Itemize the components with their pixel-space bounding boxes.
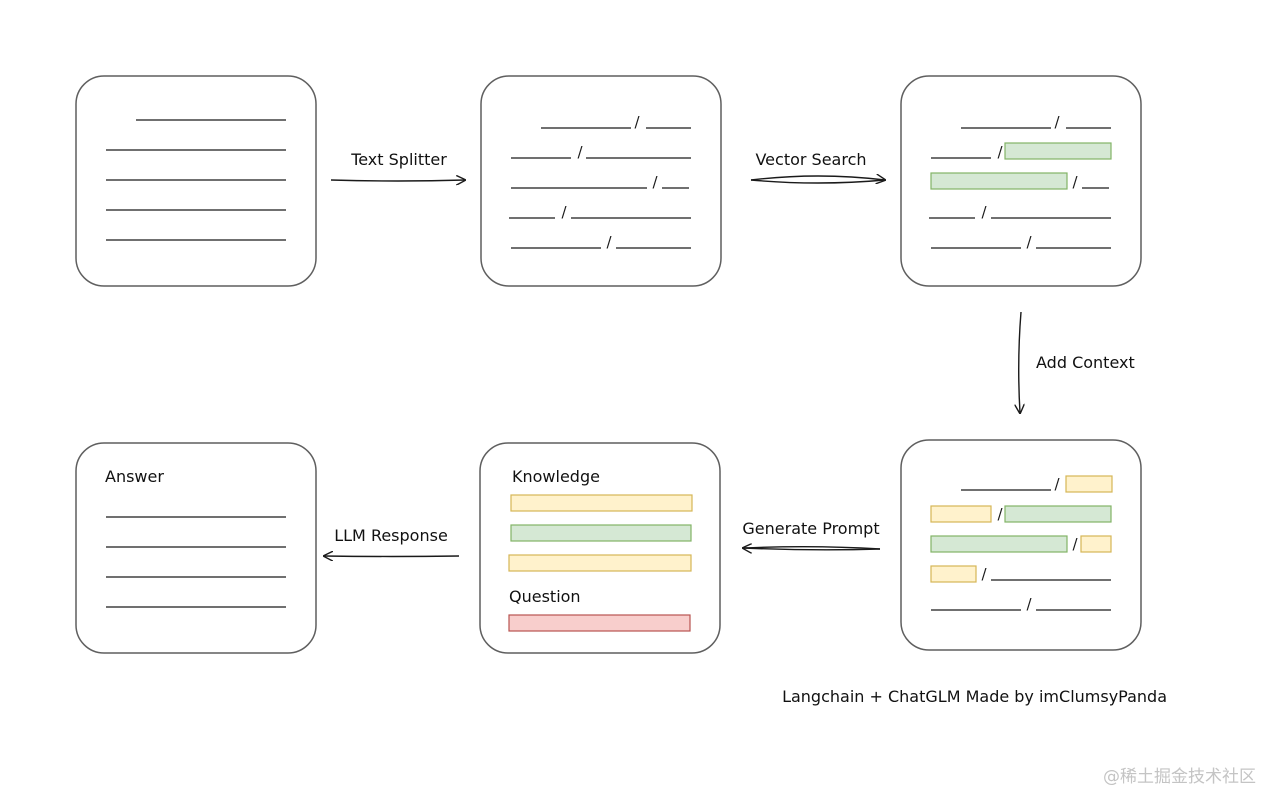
chunk-separator: / (1072, 535, 1078, 553)
knowledge-heading: Knowledge (512, 467, 600, 486)
chunk-separator: / (652, 173, 658, 191)
context-chunk-highlight (1080, 535, 1112, 553)
vector-search-label: Vector Search (755, 150, 866, 169)
context-chunk-highlight (1065, 475, 1113, 493)
llm-response-connector: LLM Response (324, 526, 460, 557)
vector-search-connector: Vector Search (750, 150, 886, 184)
chunk-separator: / (1026, 595, 1032, 613)
add-context-label: Add Context (1036, 353, 1135, 372)
knowledge-chunk (510, 494, 693, 512)
matched-chunk-highlight (930, 172, 1068, 190)
chunk-separator: / (1054, 475, 1060, 493)
chunk-separator: / (981, 565, 987, 583)
watermark: @稀土掘金技术社区 (1103, 767, 1256, 787)
left-arrow-icon (324, 556, 460, 557)
llm-response-label: LLM Response (334, 526, 448, 545)
chunk-separator: / (561, 203, 567, 221)
chunk-separator: / (997, 505, 1003, 523)
down-arrow-icon (1019, 311, 1021, 413)
chunk-separator: / (981, 203, 987, 221)
chunk-separator: / (606, 233, 612, 251)
left-arrow-icon (743, 548, 881, 550)
context-box: / / / / / (900, 439, 1142, 651)
question-heading: Question (509, 587, 581, 606)
context-chunk-highlight (930, 535, 1068, 553)
chunk-separator: / (634, 113, 640, 131)
chunks-box: / / / / / (480, 75, 722, 287)
question-block (508, 614, 691, 632)
chunk-separator: / (577, 143, 583, 161)
context-chunk-highlight (1004, 505, 1112, 523)
generate-prompt-connector: Generate Prompt (742, 519, 881, 550)
credit-text: Langchain + ChatGLM Made by imClumsyPand… (782, 687, 1167, 706)
prompt-box: Knowledge Question (479, 442, 721, 654)
right-arrow-icon (330, 180, 465, 181)
context-chunk-highlight (930, 505, 992, 523)
context-chunk-highlight (930, 565, 977, 583)
arrow-stroke (742, 546, 881, 550)
right-arrow-icon (750, 176, 885, 180)
arrow-stroke (750, 179, 886, 184)
chunk-separator: / (1072, 173, 1078, 191)
chunk-separator: / (1054, 113, 1060, 131)
chunk-separator: / (997, 143, 1003, 161)
text-splitter-label: Text Splitter (350, 150, 447, 169)
add-context-connector: Add Context (1019, 311, 1135, 413)
knowledge-chunk (508, 554, 692, 572)
generate-prompt-label: Generate Prompt (742, 519, 879, 538)
search-results-box: / / / / / (900, 75, 1142, 287)
matched-chunk-highlight (1004, 142, 1112, 160)
answer-heading: Answer (105, 467, 164, 486)
knowledge-chunk (510, 524, 692, 542)
document-box (75, 75, 317, 287)
answer-box: Answer (75, 442, 317, 654)
text-splitter-connector: Text Splitter (330, 150, 465, 181)
chunk-separator: / (1026, 233, 1032, 251)
